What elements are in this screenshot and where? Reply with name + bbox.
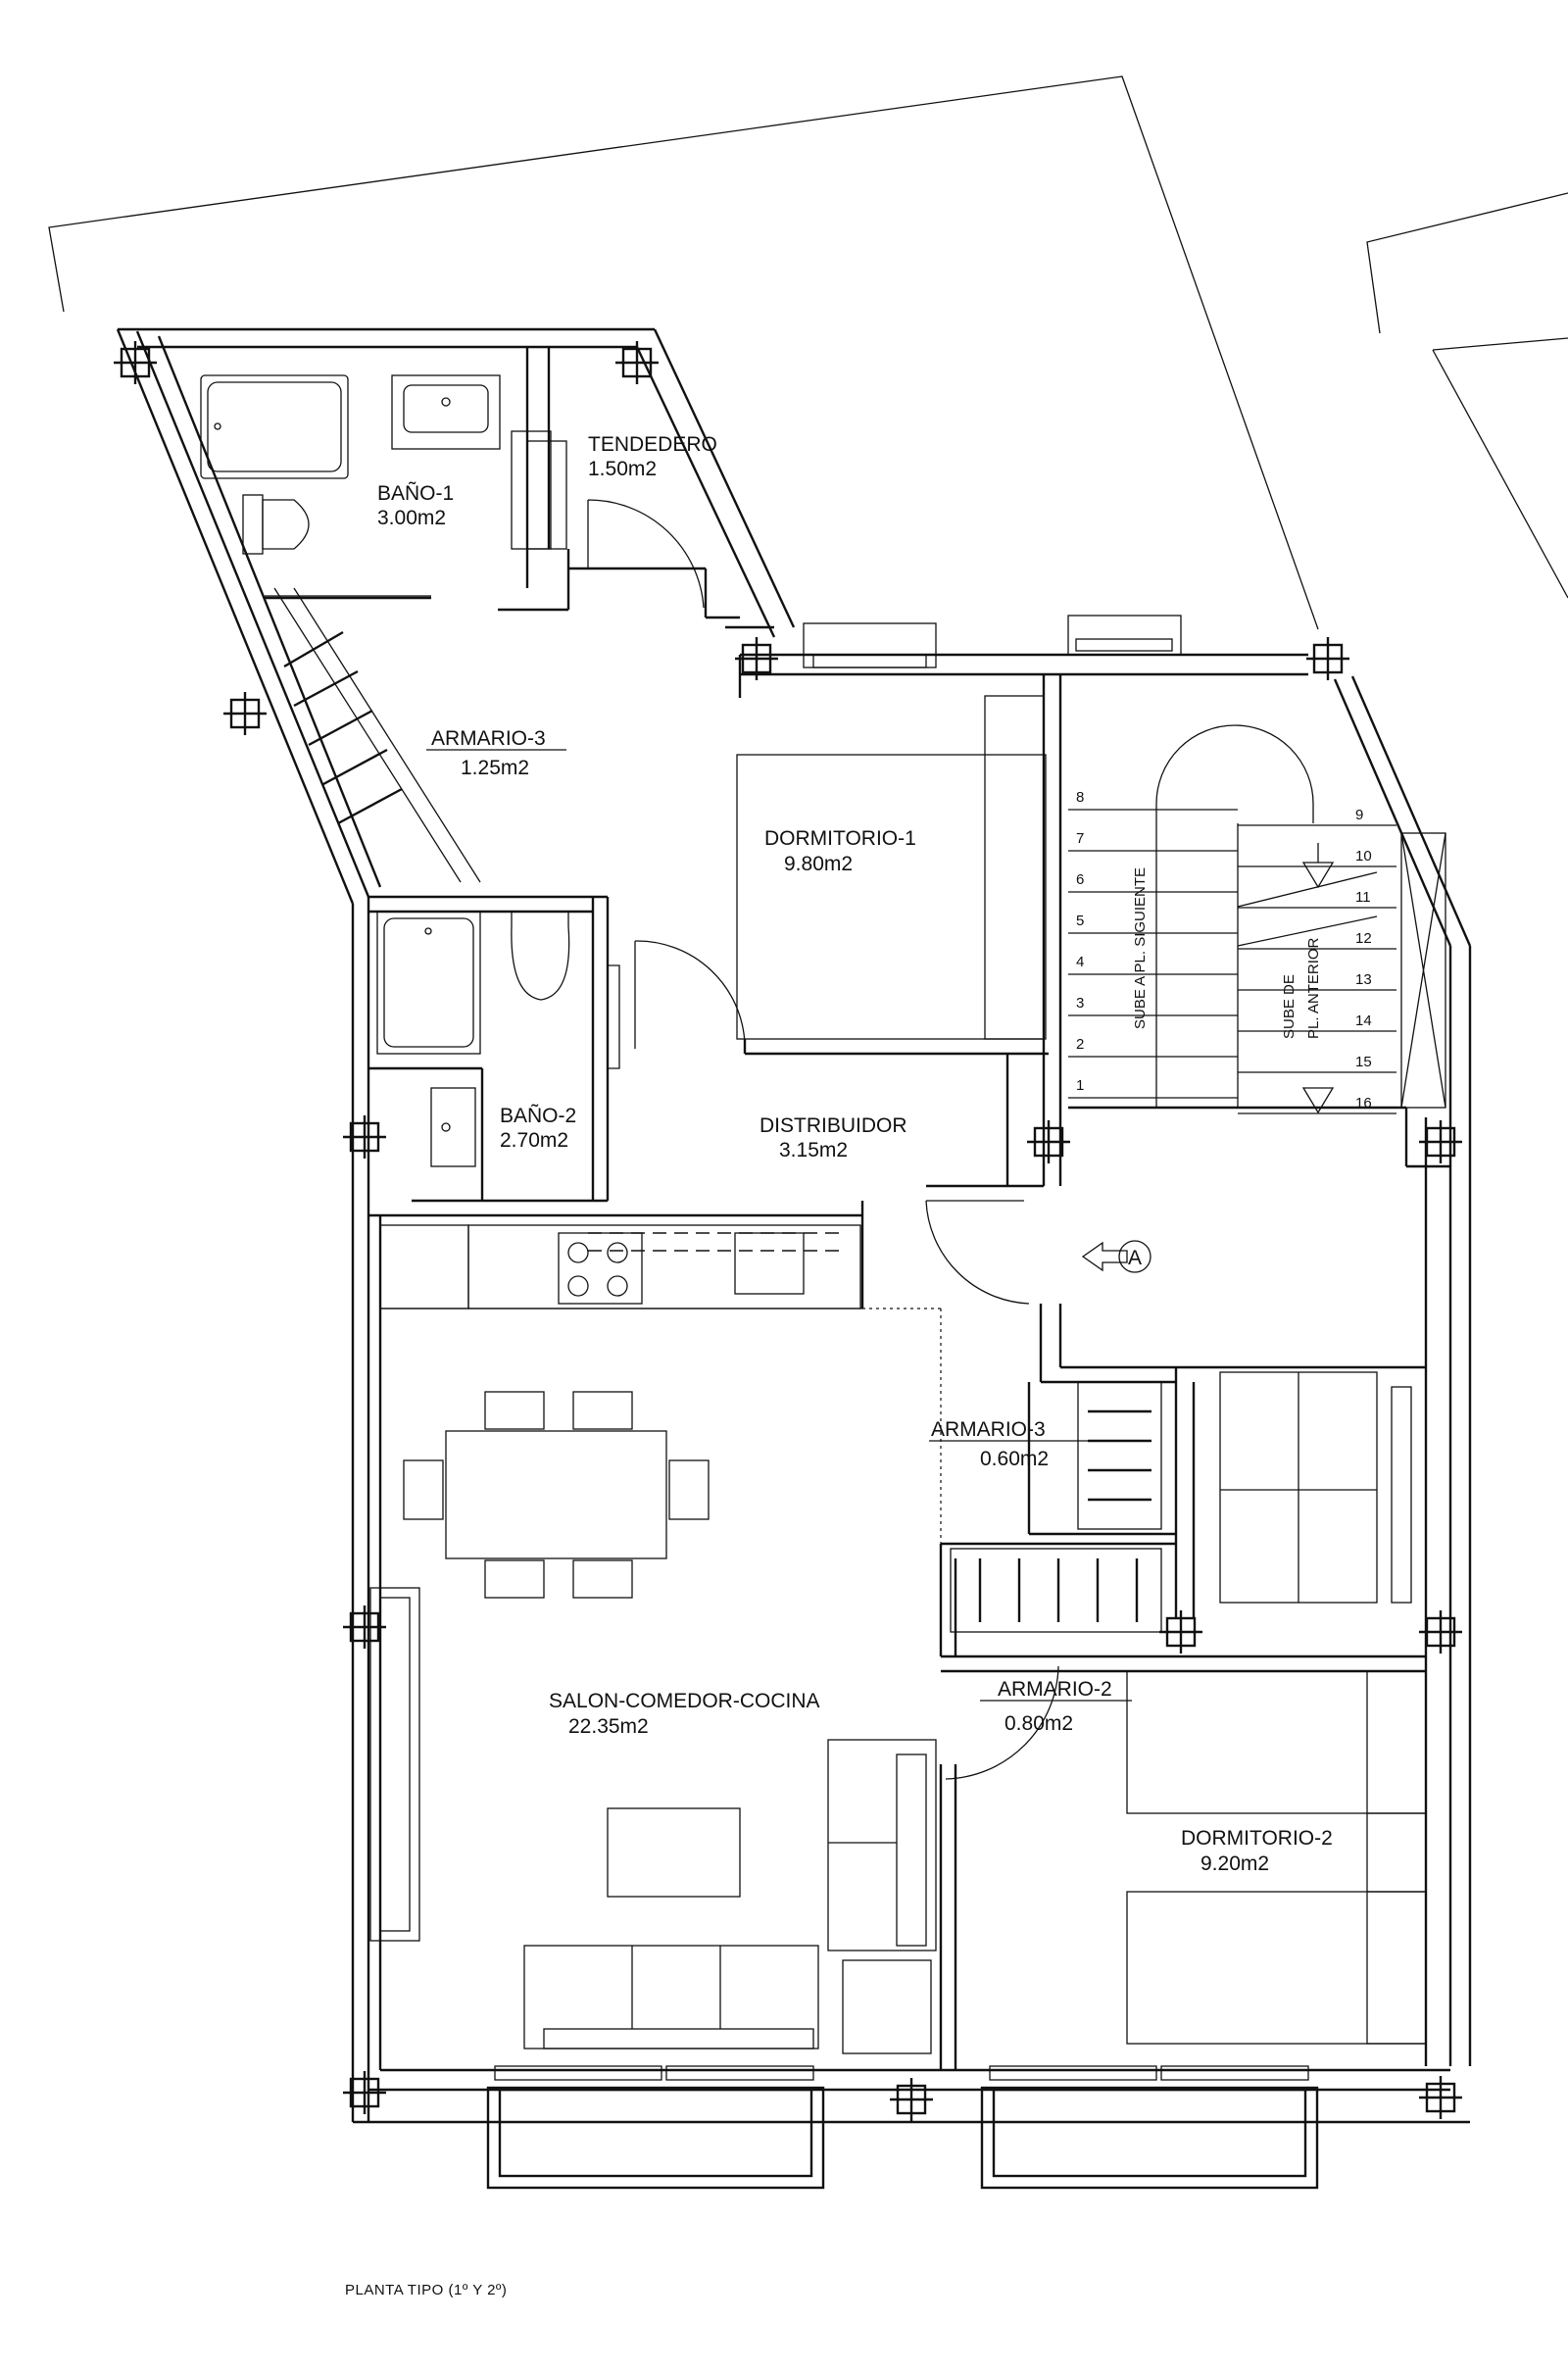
distribuidor-area: 3.15m2 (779, 1139, 848, 1161)
stair-step-number: 8 (1076, 789, 1084, 806)
dormitorio1-bed (736, 695, 1047, 1040)
column-marker (735, 637, 778, 680)
column-marker (343, 2071, 386, 2114)
tendedero-area: 1.50m2 (588, 458, 657, 480)
bano2-name: BAÑO-2 (500, 1104, 576, 1127)
stair-from-label-2: PL. ANTERIOR (1305, 937, 1322, 1039)
dormitorio1-area: 9.80m2 (784, 853, 853, 875)
stair-step-number: 12 (1355, 930, 1372, 947)
stair-step-number: 15 (1355, 1054, 1372, 1070)
column-marker (1419, 2076, 1462, 2119)
bano1-fixtures (200, 374, 501, 597)
entrance-door (925, 1200, 1030, 1305)
bano1-name: BAÑO-1 (377, 481, 454, 505)
sink-2-icon (430, 1087, 476, 1167)
stair-step-number: 6 (1076, 871, 1084, 888)
stair-step-number: 9 (1355, 807, 1363, 823)
stair-from-label-1: SUBE DE (1281, 974, 1298, 1039)
salon-name: SALON-COMEDOR-COCINA (549, 1690, 820, 1712)
drawing-caption: PLANTA TIPO (1º Y 2º) (345, 2282, 508, 2298)
stair-step-number: 7 (1076, 830, 1084, 847)
armario2-door (945, 1665, 1059, 1780)
sofa-side (827, 1739, 937, 1951)
armario3-top-shelves (273, 587, 481, 883)
staircase (1068, 724, 1446, 1114)
distribuidor-name: DISTRIBUIDOR (760, 1114, 907, 1137)
tendedero-sliding-door (511, 430, 552, 550)
living-furniture (523, 1739, 937, 2054)
balconies (486, 2065, 1319, 2190)
stair-up-label: SUBE A PL. SIGUIENTE (1132, 867, 1149, 1029)
column-marker (343, 1605, 386, 1649)
column-marker (114, 341, 157, 384)
column-marker (1419, 1610, 1462, 1654)
column-marker (343, 1115, 386, 1159)
column-marker (1419, 1120, 1462, 1163)
kitchen-fixtures (379, 1224, 861, 1309)
stair-step-number: 2 (1076, 1036, 1084, 1053)
windows (369, 615, 1182, 1942)
column-marker (890, 2078, 933, 2121)
bano2-door (607, 964, 620, 1069)
tendedero-sliding-door-2 (526, 440, 567, 550)
plot-boundary (48, 75, 1568, 630)
coffee-table (607, 1807, 741, 1898)
room-labels: BAÑO-1 3.00m2 TENDEDERO 1.50m2 ARMARIO-3… (377, 433, 1333, 1875)
column-marker (615, 341, 659, 384)
sink-icon (391, 374, 501, 450)
dormitorio2-beds (1126, 1670, 1427, 2045)
armchair (842, 1959, 932, 2054)
stair-step-number: 13 (1355, 971, 1372, 988)
interior-walls (265, 347, 1450, 2070)
entrance-arrow-icon (1081, 1240, 1152, 1273)
armario3-mid-name: ARMARIO-3 (931, 1418, 1046, 1441)
stair-step-number: 16 (1355, 1095, 1372, 1111)
dormitorio2-area: 9.20m2 (1200, 1852, 1269, 1875)
armario3-mid-area: 0.60m2 (980, 1448, 1049, 1470)
toilet-2-icon (511, 911, 570, 1001)
stair-step-number: 5 (1076, 913, 1084, 929)
bathtub-2-icon (376, 911, 481, 1055)
bano2-fixtures (376, 911, 570, 1167)
dormitorio2-name: DORMITORIO-2 (1181, 1827, 1333, 1850)
toilet-icon (242, 494, 264, 555)
armario2-name: ARMARIO-2 (998, 1678, 1112, 1701)
bano1-area: 3.00m2 (377, 507, 446, 529)
stair-labels: SUBE A PL. SIGUIENTE SUBE DE PL. ANTERIO… (1128, 867, 1322, 1269)
bano2-area: 2.70m2 (500, 1129, 568, 1152)
stair-step-number: 10 (1355, 848, 1372, 864)
salon-area: 22.35m2 (568, 1715, 649, 1738)
sofa-main (523, 1945, 819, 2050)
dormitorio1-door (634, 940, 746, 1049)
structural-columns (114, 341, 1462, 2121)
armario2-area: 0.80m2 (1004, 1712, 1073, 1735)
column-marker (1159, 1610, 1202, 1654)
entrance-marker: A (1128, 1247, 1142, 1269)
stair-step-number: 3 (1076, 995, 1084, 1012)
kitchen-sink-icon (734, 1232, 805, 1295)
dining-table (403, 1391, 710, 1599)
stair-step-number: 1 (1076, 1077, 1084, 1094)
armario3-top-name: ARMARIO-3 (431, 727, 546, 750)
stair-step-number: 11 (1355, 889, 1371, 906)
stair-step-number: 14 (1355, 1013, 1372, 1029)
tendedero-name: TENDEDERO (588, 433, 717, 456)
column-marker (1306, 637, 1349, 680)
dormitorio1-name: DORMITORIO-1 (764, 827, 916, 850)
column-marker (223, 692, 267, 735)
armario-details (950, 1371, 1412, 1633)
stair-step-number: 4 (1076, 954, 1084, 970)
bathtub-icon (200, 374, 349, 479)
tendedero-door (587, 499, 705, 609)
doors (511, 430, 1059, 1780)
column-marker (1027, 1120, 1070, 1163)
armario3-top-area: 1.25m2 (461, 757, 529, 779)
